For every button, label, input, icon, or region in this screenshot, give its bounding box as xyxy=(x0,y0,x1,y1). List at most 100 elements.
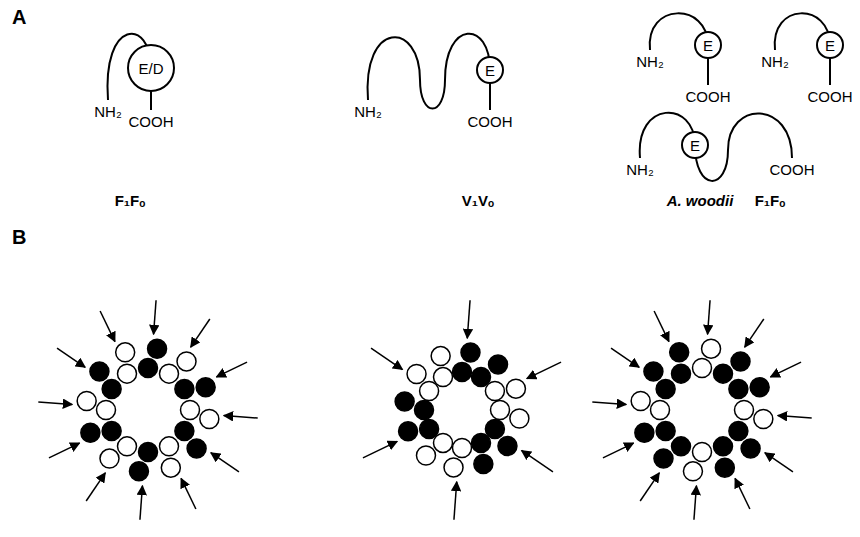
arrow xyxy=(592,402,626,404)
helix xyxy=(175,422,194,441)
residue-circle: E xyxy=(694,31,722,59)
helix xyxy=(420,420,439,439)
arrow xyxy=(454,482,457,520)
helix xyxy=(461,343,480,362)
helix xyxy=(148,339,167,358)
helix xyxy=(485,420,504,439)
arrow xyxy=(778,416,812,418)
helix xyxy=(735,401,754,420)
residue-letter: E xyxy=(690,137,700,154)
helix xyxy=(444,458,463,477)
helix xyxy=(415,401,434,420)
helix xyxy=(177,352,196,371)
arrow xyxy=(181,478,196,509)
caption-label: A. woodii xyxy=(667,192,734,209)
residue-letter: E xyxy=(703,37,713,54)
helix xyxy=(77,391,96,410)
terminus-label: COOH xyxy=(129,113,174,130)
helix xyxy=(139,443,158,462)
helix xyxy=(631,391,650,410)
terminus-label: NH₂ xyxy=(94,103,122,120)
panel-letter: A xyxy=(12,6,26,28)
helix xyxy=(485,382,504,401)
helix xyxy=(693,359,712,378)
helix xyxy=(702,339,721,358)
helix xyxy=(654,449,673,468)
helix xyxy=(97,401,116,420)
helix xyxy=(431,347,450,366)
helix xyxy=(453,439,472,458)
arrow xyxy=(708,300,710,334)
caption-label: F₁Fₒ xyxy=(755,192,786,209)
helix xyxy=(187,439,206,458)
helix xyxy=(741,439,760,458)
helix xyxy=(635,423,654,442)
helix xyxy=(181,401,200,420)
helix xyxy=(407,364,426,383)
arrow xyxy=(735,478,750,509)
helix xyxy=(656,380,675,399)
helix xyxy=(118,437,137,456)
arrow xyxy=(522,450,553,471)
terminus-label: NH₂ xyxy=(761,53,789,70)
helix xyxy=(670,343,689,362)
arrow xyxy=(154,300,156,334)
helix xyxy=(693,443,712,462)
helix xyxy=(715,458,734,477)
helix xyxy=(160,364,179,383)
helix xyxy=(416,446,435,465)
helix xyxy=(510,409,529,428)
arrow xyxy=(216,362,247,377)
helix xyxy=(472,368,491,387)
helix xyxy=(100,449,119,468)
helix xyxy=(672,437,691,456)
helix xyxy=(651,401,670,420)
arrow xyxy=(363,441,397,458)
residue-circle: E xyxy=(816,31,844,59)
arrow xyxy=(765,453,793,472)
residue-circle: E xyxy=(476,56,504,84)
helix xyxy=(472,433,491,452)
hairpin-chain xyxy=(368,34,490,110)
helix xyxy=(129,462,148,481)
helix xyxy=(729,380,748,399)
arrow xyxy=(191,319,210,347)
arrow xyxy=(611,348,639,367)
helix xyxy=(102,422,121,441)
residue-circle: E xyxy=(681,131,709,159)
terminus-label: COOH xyxy=(808,88,853,105)
arrow xyxy=(224,416,258,418)
residue-circle: E/D xyxy=(127,44,175,92)
helix xyxy=(81,423,100,442)
helix xyxy=(656,422,675,441)
arrow xyxy=(100,311,115,342)
helix xyxy=(434,368,453,387)
arrow xyxy=(640,473,659,501)
terminus-label: NH₂ xyxy=(354,103,382,120)
helix xyxy=(714,437,733,456)
helix xyxy=(196,378,215,397)
c-ring xyxy=(363,300,561,519)
helix xyxy=(729,422,748,441)
arrow xyxy=(57,348,85,367)
helix xyxy=(160,437,179,456)
helix xyxy=(175,380,194,399)
arrow xyxy=(745,319,764,347)
arrow xyxy=(770,362,801,377)
helix xyxy=(116,343,135,362)
arrow xyxy=(527,362,561,379)
helix xyxy=(683,462,702,481)
helix xyxy=(474,454,493,473)
arrow xyxy=(86,473,105,501)
arrow xyxy=(38,402,72,404)
arrow xyxy=(694,486,696,520)
helix xyxy=(491,401,510,420)
helix xyxy=(434,433,453,452)
arrow xyxy=(654,311,669,342)
helix xyxy=(139,359,158,378)
residue-letter: E/D xyxy=(138,60,163,77)
terminus-label: NH₂ xyxy=(636,53,664,70)
helix xyxy=(644,362,663,381)
terminus-label: COOH xyxy=(770,161,815,178)
